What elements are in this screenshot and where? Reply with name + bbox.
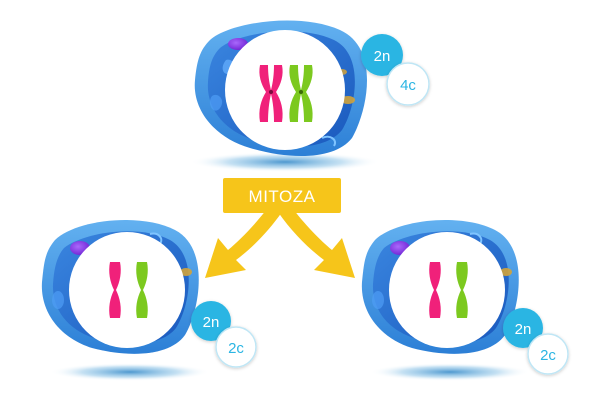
parent-dna-content-text: 4c [400,77,416,94]
daughter-right-chromosome-window [389,232,505,348]
daughter-left-dna-content-badge: 2c [215,326,257,368]
daughter-right-shadow [370,363,530,381]
daughter-left-ploidy-text: 2n [203,314,220,331]
chromosome-pink-left [109,262,121,318]
arrow-left [205,205,282,278]
process-label: MITOZA [223,178,341,213]
parent-ploidy-text: 2n [374,48,391,65]
daughter-left-chromosome-window [69,232,185,348]
daughter-right-ploidy-text: 2n [515,321,532,338]
daughter-cell-left: 2n 2c [41,219,257,381]
parent-cell-shadow [190,152,380,172]
daughter-right-dna-content-badge: 2c [527,333,569,375]
daughter-left-dna-content-text: 2c [228,340,244,357]
daughter-left-ploidy-badge: 2n [191,301,231,341]
chromosome-pink-right [429,262,441,318]
daughter-cell-right: 2n 2c [361,219,569,381]
daughter-right-ploidy-badge: 2n [503,308,543,348]
arrow-right [278,205,355,278]
chromosome-green-right [456,262,468,318]
parent-ploidy-badge: 2n [361,34,403,76]
chromosome-green-left [136,262,148,318]
process-label-text: MITOZA [249,187,316,206]
chromosome-green-replicated [289,65,313,122]
division-arrows [205,205,355,278]
chromosome-pink-replicated [259,65,283,122]
parent-cell: 2n 4c [190,20,430,172]
daughter-left-shadow [50,363,210,381]
parent-cell-chromosome-window [225,30,345,150]
parent-dna-content-badge: 4c [386,62,430,106]
daughter-right-dna-content-text: 2c [540,347,556,364]
